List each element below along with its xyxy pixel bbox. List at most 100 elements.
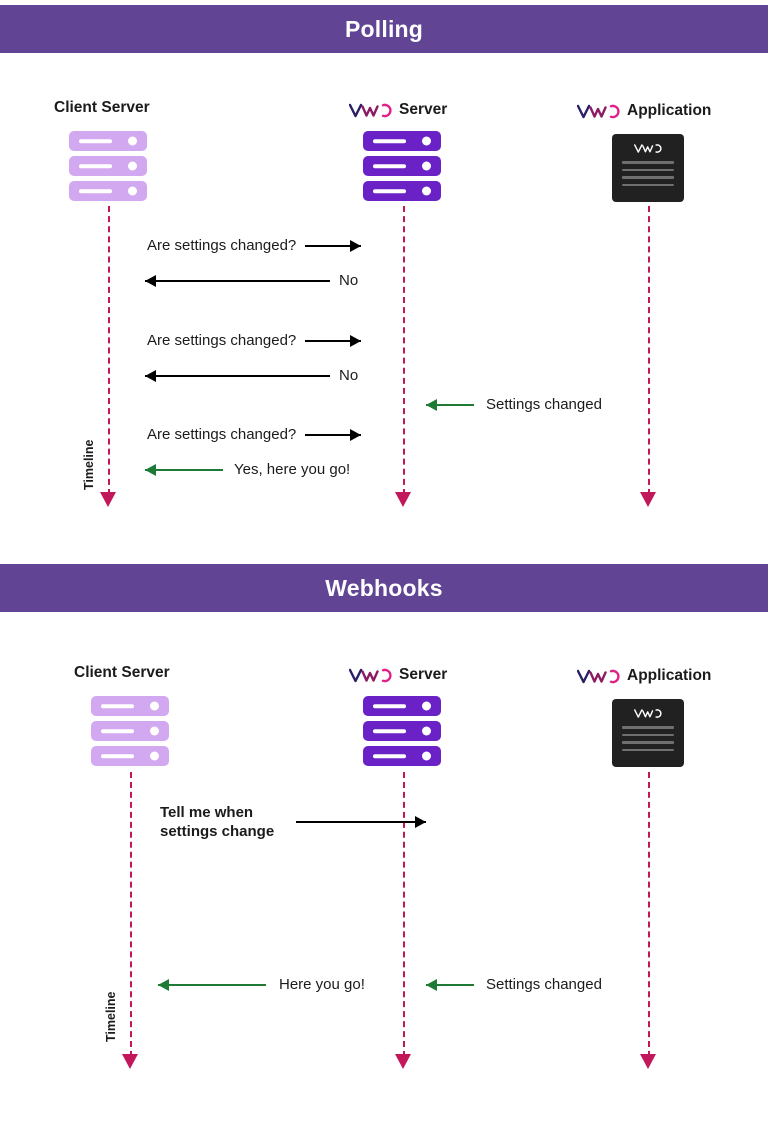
polling-msg-no-2: No [145,366,358,385]
rack-bar-icon [373,139,406,143]
rack-led-icon [422,161,431,171]
polling-lifeline-vwo-server [403,206,405,495]
rack-led-icon [422,751,431,761]
webhooks-lifeline-arrowhead-vwo-server [395,1054,411,1069]
webhooks-actor-label-vwo-application: Application [576,667,712,685]
polling-actor-label-client-server: Client Server [54,99,150,117]
polling-vwo-application-label: Application [627,102,712,119]
polling-msg-are-settings-changed-3: Are settings changed? [147,425,362,444]
rack-bar-icon [101,754,134,758]
arrow-right-icon [305,428,362,442]
app-content-lines-icon [622,161,674,186]
rack-led-icon [150,751,159,761]
rack-bar-icon [373,704,406,708]
polling-lifeline-vwo-application [648,206,650,495]
message-label: Are settings changed? [147,332,297,349]
message-label: No [339,367,359,384]
rack-unit [363,181,441,201]
message-label: Here you go! [279,976,365,993]
webhooks-lifeline-vwo-application [648,772,650,1057]
webhooks-icon-vwo-server [363,696,441,766]
rack-unit [69,156,147,176]
rack-unit [363,696,441,716]
rack-bar-icon [101,704,134,708]
message-label: Are settings changed? [147,426,297,443]
rack-led-icon [128,136,137,146]
webhooks-section-title: Webhooks [325,574,443,601]
rack-unit [363,746,441,766]
message-label: Are settings changed? [147,237,297,254]
webhooks-lifeline-arrowhead-client-server [122,1054,138,1069]
rack-unit [69,131,147,151]
rack-led-icon [150,701,159,711]
polling-msg-no-1: No [145,271,358,290]
app-content-lines-icon [622,726,674,751]
arrow-right-icon [305,334,362,348]
vwo-logo-icon [348,102,392,119]
vwo-watermark-icon [633,143,663,154]
webhooks-icon-vwo-application [612,699,684,767]
rack-led-icon [422,186,431,196]
webhooks-section-banner: Webhooks [0,564,768,612]
polling-timeline-label: Timeline [82,439,96,490]
polling-actor-label-vwo-application: Application [576,102,712,120]
polling-icon-client-server [69,131,147,201]
message-label: No [339,272,359,289]
webhooks-actor-label-vwo-server: Server [348,666,448,684]
rack-unit [363,131,441,151]
rack-bar-icon [79,189,112,193]
arrow-left-icon [426,398,474,412]
webhooks-vwo-application-label: Application [627,667,712,684]
vwo-logo-icon [576,103,620,120]
webhooks-msg-tell-me-when-settings-change: Tell me when settings change [160,803,427,841]
rack-led-icon [422,701,431,711]
polling-actor-label-vwo-server: Server [348,101,448,119]
rack-bar-icon [373,164,406,168]
message-label: Yes, here you go! [234,461,351,478]
polling-lifeline-arrowhead-vwo-server [395,492,411,507]
message-label: Tell me when settings change [160,804,275,840]
webhooks-lifeline-vwo-server [403,772,405,1057]
rack-unit [91,696,169,716]
message-label: Settings changed [486,396,602,413]
webhooks-icon-client-server [91,696,169,766]
webhooks-vwo-server-label: Server [399,666,448,683]
arrow-left-icon [145,369,330,383]
rack-led-icon [422,136,431,146]
rack-unit [69,181,147,201]
rack-led-icon [422,726,431,736]
rack-bar-icon [79,164,112,168]
polling-section-banner: Polling [0,5,768,53]
rack-led-icon [150,726,159,736]
rack-led-icon [128,161,137,171]
rack-bar-icon [373,754,406,758]
webhooks-msg-settings-changed: Settings changed [426,975,602,994]
rack-led-icon [128,186,137,196]
rack-unit [363,721,441,741]
rack-bar-icon [79,139,112,143]
vwo-watermark-icon [633,708,663,719]
polling-section-title: Polling [344,15,424,42]
polling-lifeline-arrowhead-vwo-application [640,492,656,507]
polling-icon-vwo-server [363,131,441,201]
polling-msg-settings-changed: Settings changed [426,395,602,414]
webhooks-msg-here-you-go: Here you go! [158,975,365,994]
rack-bar-icon [101,729,134,733]
webhooks-lifeline-client-server [130,772,132,1057]
polling-msg-are-settings-changed-2: Are settings changed? [147,331,362,350]
rack-unit [91,721,169,741]
polling-msg-are-settings-changed-1: Are settings changed? [147,236,362,255]
rack-unit [91,746,169,766]
message-label: Settings changed [486,976,602,993]
polling-icon-vwo-application [612,134,684,202]
webhooks-lifeline-arrowhead-vwo-application [640,1054,656,1069]
arrow-left-icon [158,978,266,992]
polling-lifeline-client-server [108,206,110,495]
rack-bar-icon [373,729,406,733]
polling-vwo-server-label: Server [399,101,448,118]
arrow-right-icon [305,239,362,253]
rack-unit [363,156,441,176]
arrow-left-icon [426,978,474,992]
polling-client-server-label: Client Server [54,99,150,116]
webhooks-timeline-label: Timeline [104,991,118,1042]
